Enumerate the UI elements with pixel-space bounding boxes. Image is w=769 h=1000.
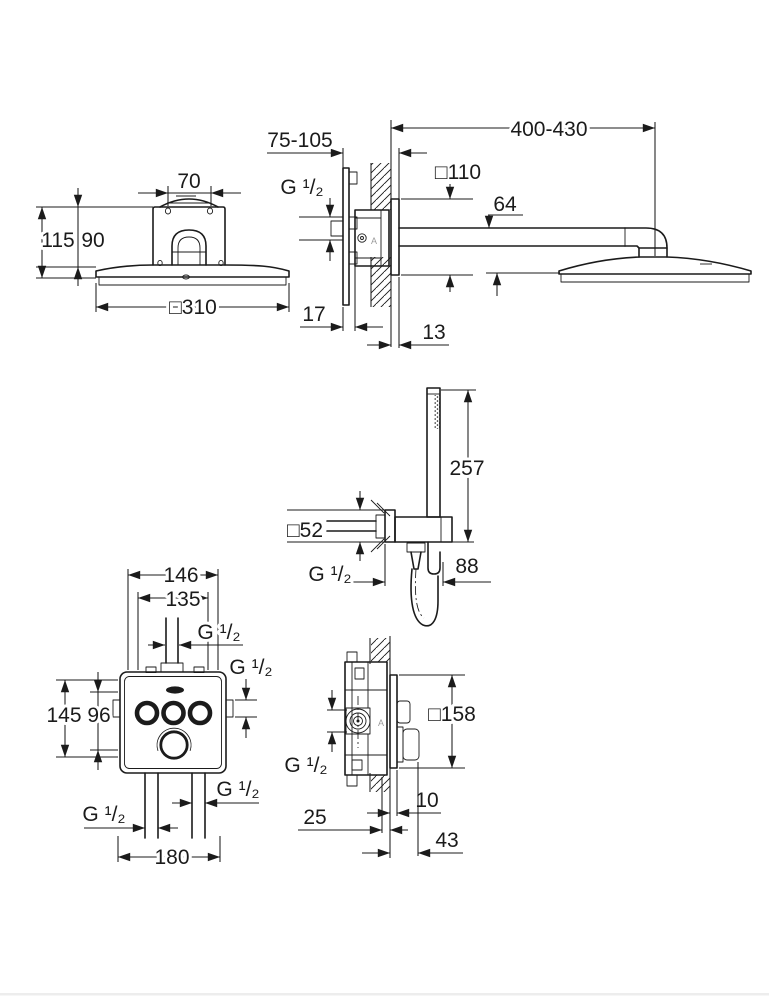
dim-43: 43 — [435, 829, 458, 852]
body-detail-block — [351, 759, 363, 771]
head-center-detail — [182, 274, 190, 280]
dim-width-70: 70 — [177, 170, 200, 193]
dim-thread-g12: G ¹/₂ — [284, 754, 327, 777]
body-detail-block — [354, 667, 365, 680]
head-detail-hole-left — [157, 259, 163, 267]
dim-17: 17 — [302, 303, 325, 326]
brand-logo-mark — [166, 686, 184, 694]
dim-flange-sq-52: □52 — [287, 519, 323, 542]
dim-height-115: 115 — [41, 229, 74, 252]
thermostat-knob[interactable] — [159, 730, 189, 760]
view-valve-side: A □158 G ¹/₂ 25 10 43 — [281, 636, 479, 858]
head-bracket-dome — [159, 198, 219, 208]
dim-offset-88: 88 — [455, 555, 478, 578]
holder-wall-flange — [384, 509, 396, 543]
holder-body — [394, 516, 453, 543]
dim-reach-range: 400-430 — [510, 118, 587, 141]
body-letter: A — [378, 718, 384, 728]
dim-height-90: 90 — [81, 229, 104, 252]
head-bracket-outline — [152, 206, 226, 266]
side-port-right — [225, 699, 234, 718]
trim-plate-inner — [124, 676, 222, 769]
wall-hatch-upper — [371, 163, 391, 210]
shower-hose — [410, 568, 439, 627]
thermostat-knob-base — [396, 726, 404, 763]
dim-180: 180 — [154, 846, 189, 869]
arm-escutcheon — [390, 198, 400, 276]
select-button-1[interactable] — [134, 700, 160, 726]
dim-thread-top: G ¹/₂ — [197, 621, 240, 644]
select-knob-side[interactable] — [396, 700, 411, 724]
mounting-plate — [342, 167, 350, 306]
body-letter: A — [371, 236, 377, 246]
dim-146: 146 — [163, 564, 198, 587]
inlet-port — [330, 220, 343, 237]
hose-centerline — [414, 568, 425, 619]
pipe-nut — [375, 514, 386, 539]
view-hand-shower: 257 □52 G ¹/₂ 88 — [284, 387, 491, 627]
wall-hatch-upper — [371, 638, 390, 662]
head-profile-side — [558, 256, 752, 275]
body-clip-bottom — [346, 774, 358, 787]
dim-145: 145 — [46, 704, 81, 727]
wall-hatch-lower — [371, 775, 390, 792]
dim-length-257: 257 — [449, 457, 484, 480]
head-bell-outer — [171, 229, 207, 266]
head-detail-hole-right — [218, 259, 224, 267]
plate-top-notch — [193, 666, 205, 673]
trim-plate-outer — [119, 671, 227, 774]
dim-plate-sq-110: □110 — [435, 161, 481, 184]
view-head-side: 70 115 90 □310 — [36, 167, 290, 322]
head-profile — [95, 264, 290, 278]
view-valve-front: 146 135 G ¹/₂ G ¹/₂ 145 96 G ¹/₂ — [43, 561, 275, 872]
dim-135: 135 — [165, 588, 200, 611]
flange-corner-ticks — [370, 499, 391, 553]
rough-in-body — [354, 209, 390, 267]
thermostat-knob-side[interactable] — [402, 728, 420, 761]
select-button-2[interactable] — [161, 700, 186, 726]
knob-outer-arc — [156, 727, 192, 751]
plate-clip — [348, 171, 358, 185]
body-clip-top — [346, 651, 358, 663]
top-pipe-flange — [160, 662, 184, 673]
select-button-3[interactable] — [187, 700, 213, 726]
wall-hatch-lower — [371, 257, 391, 307]
plate-top-notch — [145, 666, 157, 673]
dim-width-310: □310 — [169, 296, 217, 319]
dim-thread-bottom-left: G ¹/₂ — [82, 803, 125, 826]
bracket-screw-right — [206, 207, 214, 215]
bracket-screw-left — [164, 207, 172, 215]
dim-thread-g12: G ¹/₂ — [308, 563, 351, 586]
dim-13: 13 — [422, 321, 445, 344]
side-port-left — [112, 699, 121, 718]
dim-thread-g12: G ¹/₂ — [280, 176, 323, 199]
body-screw-center — [360, 236, 364, 240]
rough-in-body — [344, 661, 388, 776]
dim-25: 25 — [303, 806, 326, 829]
trim-plate-edge — [389, 674, 398, 769]
hose-cone — [410, 551, 422, 570]
view-arm-wall: A 75-105 400-430 □110 64 — [264, 115, 752, 350]
holder-hook — [427, 541, 441, 575]
stick-spray-face — [434, 395, 440, 429]
dim-plate-sq-158: □158 — [428, 703, 476, 726]
footer-divider — [0, 993, 769, 996]
head-bell-inner — [172, 236, 206, 265]
arm-elbow — [624, 227, 668, 249]
dim-thread-right: G ¹/₂ — [229, 656, 272, 679]
dim-embed-range: 75-105 — [267, 129, 332, 152]
dim-head-height-64: 64 — [493, 193, 517, 216]
head-spray-face-side — [560, 273, 750, 283]
dim-96: 96 — [87, 704, 110, 727]
dim-10: 10 — [415, 789, 438, 812]
body-screw — [357, 233, 367, 243]
head-spray-face — [98, 276, 287, 286]
head-bracket-dome-detail — [167, 195, 211, 204]
plate-clip — [348, 216, 358, 230]
dim-thread-bottom-right: G ¹/₂ — [216, 778, 259, 801]
hose-nut-knurl — [406, 542, 426, 553]
elbow-neck — [638, 247, 668, 258]
